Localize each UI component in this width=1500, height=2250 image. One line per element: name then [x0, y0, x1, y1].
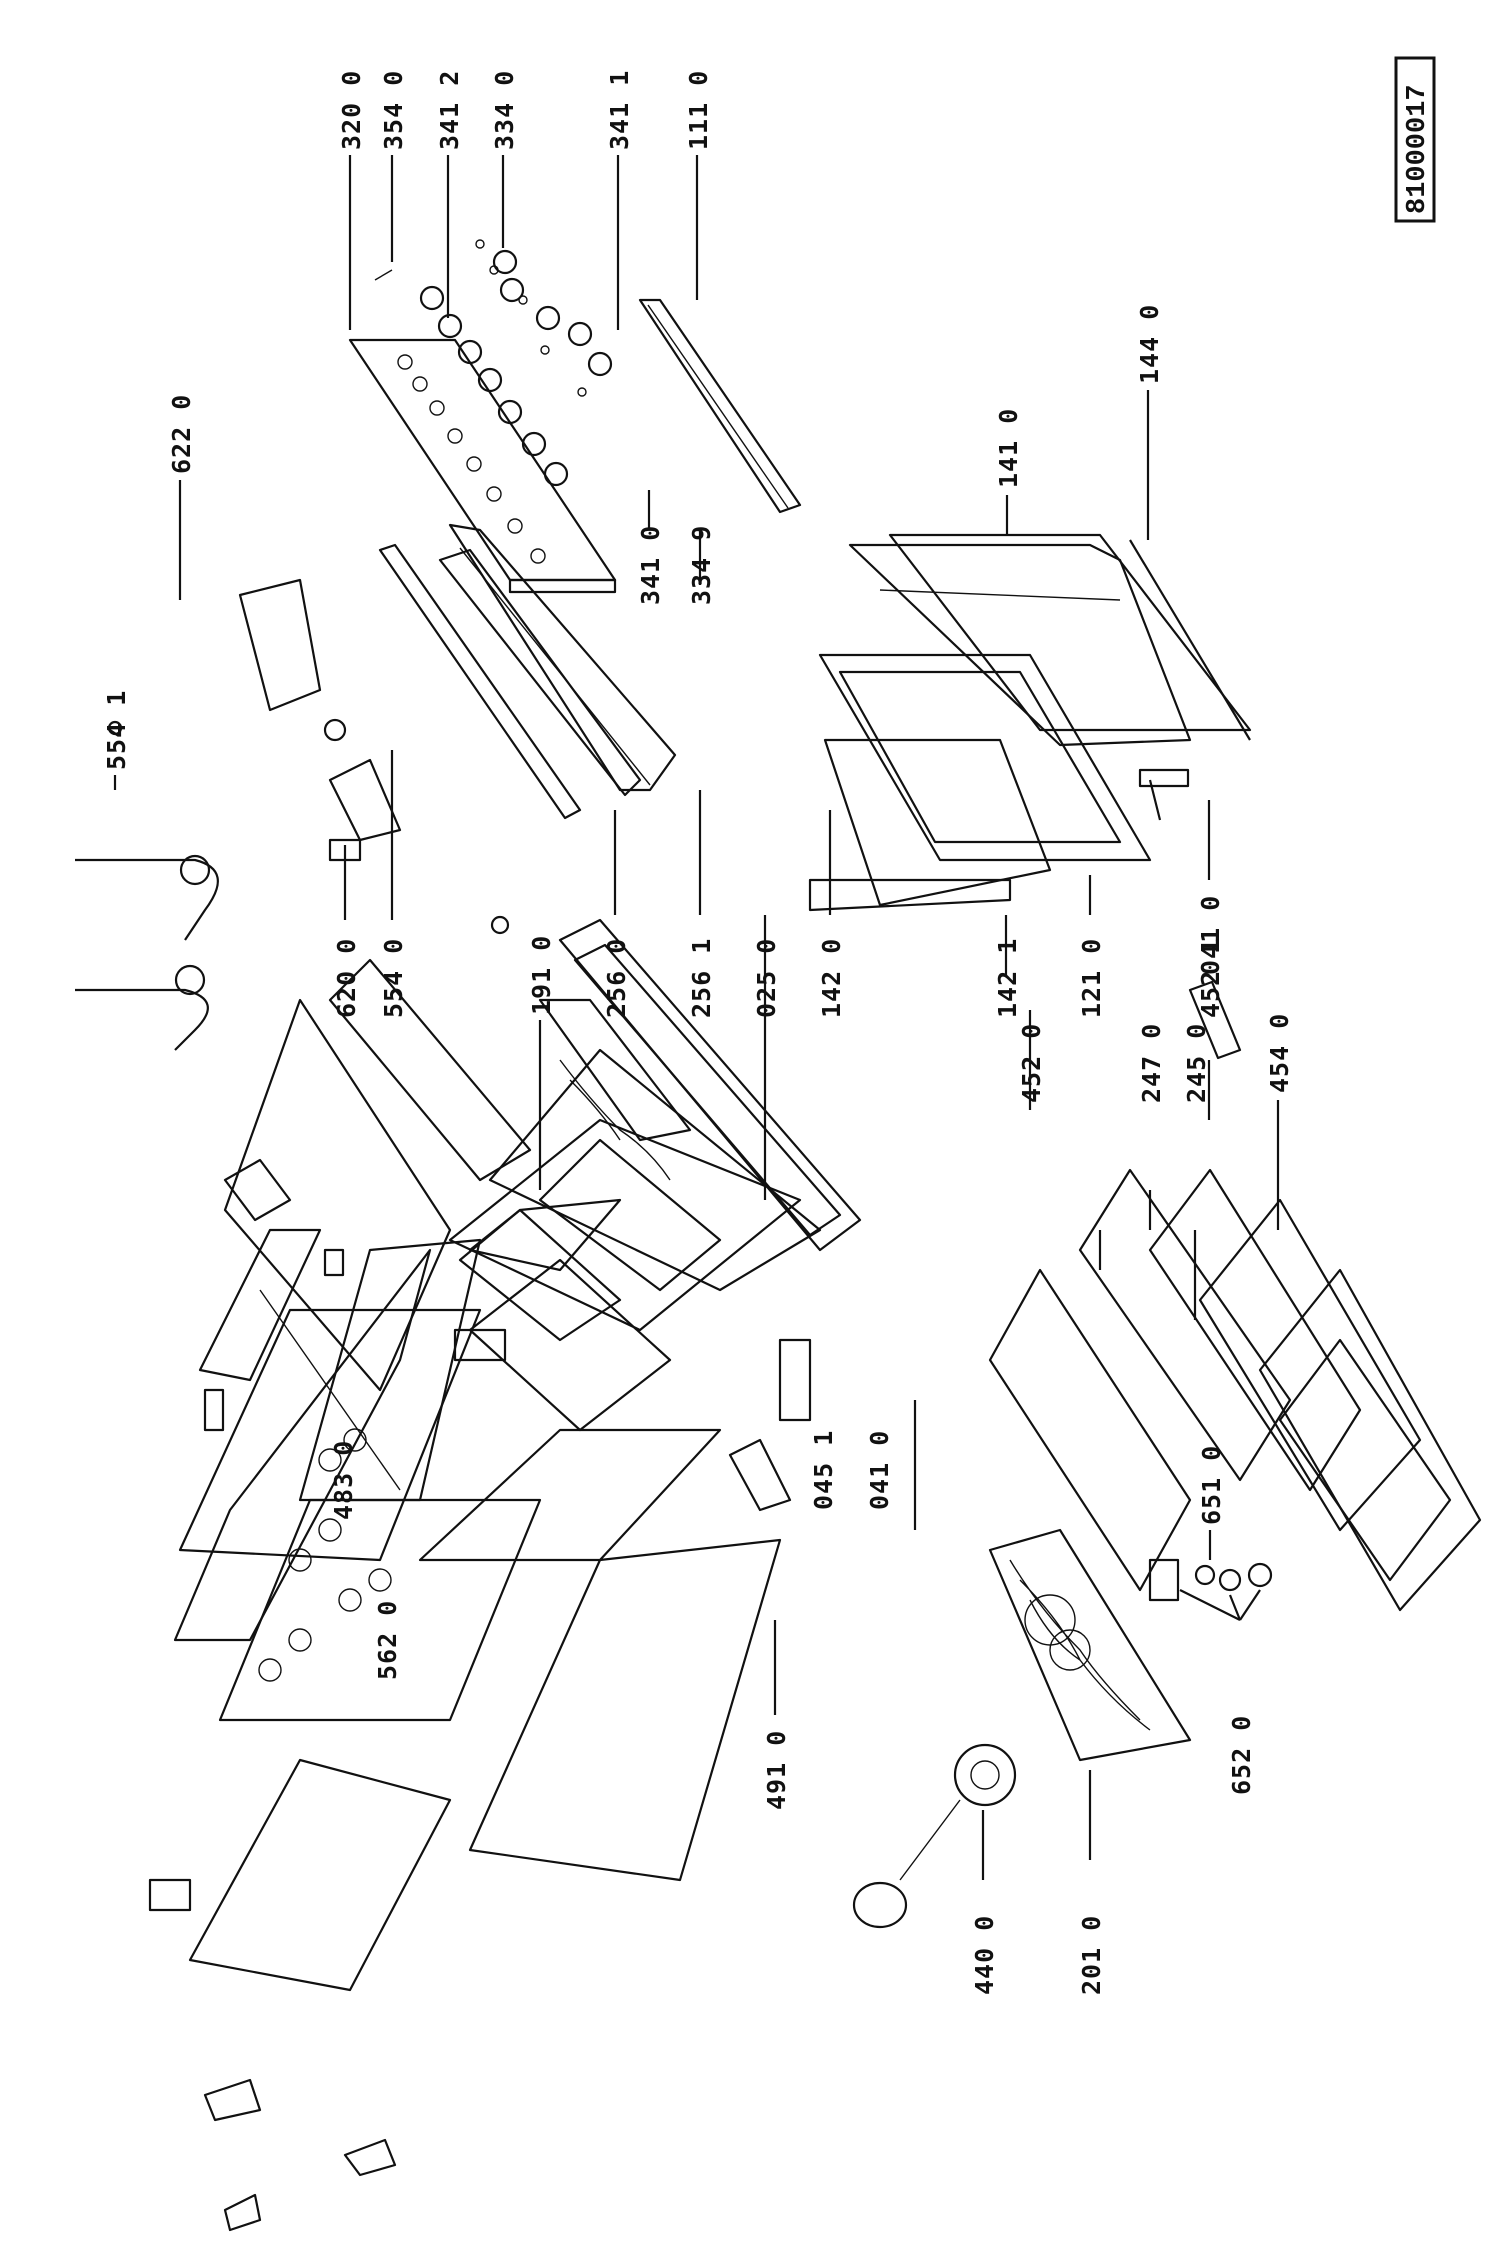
oven-cabinet-part — [178, 958, 782, 1992]
front-frame-part — [378, 523, 677, 820]
fan-motor-part — [852, 1743, 1017, 1929]
callout-142-1: 142 1 — [993, 938, 1022, 1018]
callout-554-0: 554 0 — [379, 938, 408, 1018]
callout-454-0: 454 0 — [1265, 1013, 1294, 1093]
gas-parts — [75, 578, 510, 1051]
seal-strip-part — [1129, 539, 1251, 741]
callout-142-0: 142 0 — [817, 938, 846, 1018]
hinge-parts — [1138, 768, 1242, 1060]
callout-247-0: 247 0 — [1137, 1023, 1166, 1103]
callout-334-9: 334 9 — [687, 525, 716, 605]
misc-small-parts — [148, 1158, 812, 2232]
leader-lines — [113, 155, 1280, 1880]
callout-334-0: 334 0 — [490, 70, 519, 150]
callout-452-1: 452 1 — [1196, 938, 1225, 1018]
back-panel-part — [453, 998, 692, 1362]
shelf-and-tray-parts — [988, 1168, 1482, 1612]
grid-frame-part — [488, 918, 862, 1292]
hob-top-part — [173, 1238, 542, 1722]
callout-121-0: 121 0 — [1077, 938, 1106, 1018]
callout-341-0: 341 0 — [636, 525, 665, 605]
callout-652-0: 652 0 — [1227, 1715, 1256, 1795]
callout-562-0: 562 0 — [373, 1600, 402, 1680]
callout-045-1: 045 1 — [809, 1430, 838, 1510]
callout-440-0: 440 0 — [970, 1915, 999, 1995]
callout-491-0: 491 0 — [762, 1730, 791, 1810]
callout-483-0: 483 0 — [329, 1440, 358, 1520]
callout-025-0: 025 0 — [752, 938, 781, 1018]
callout-256-0: 256 0 — [602, 938, 631, 1018]
callout-201-0: 201 0 — [1077, 1915, 1106, 1995]
callout-191-0: 191 0 — [527, 935, 556, 1015]
callout-256-1: 256 1 — [687, 938, 716, 1018]
callout-041-0-a: 041 0 — [1196, 895, 1225, 975]
callout-620-0: 620 0 — [332, 938, 361, 1018]
document-id: 81000017 — [1403, 84, 1433, 214]
callout-320-0: 320 0 — [337, 70, 366, 150]
callout-141-0: 141 0 — [994, 408, 1023, 488]
knob-parts — [374, 239, 613, 487]
callout-341-1: 341 1 — [605, 70, 634, 150]
callout-651-0: 651 0 — [1197, 1445, 1226, 1525]
callout-111-0: 111 0 — [684, 70, 713, 150]
callout-341-2: 341 2 — [435, 70, 464, 150]
callout-245-0: 245 0 — [1182, 1023, 1211, 1103]
heating-element-part — [988, 1528, 1192, 1762]
callout-041-0-b: 041 0 — [865, 1430, 894, 1510]
callout-labels: 320 0 354 0 341 2 334 0 341 1 111 0 622 … — [102, 70, 1294, 1995]
callout-452-0: 452 0 — [1017, 1023, 1046, 1103]
trim-strip-part — [638, 298, 802, 514]
callout-144-0: 144 0 — [1135, 304, 1164, 384]
door-glass-parts — [808, 533, 1252, 912]
control-panel-part — [348, 338, 617, 594]
document-id-box: 81000017 — [1394, 56, 1436, 223]
callout-354-0: 354 0 — [379, 70, 408, 150]
callout-622-0: 622 0 — [167, 394, 196, 474]
lamp-parts — [1148, 1558, 1273, 1602]
oven-cavity-part — [448, 1118, 802, 1432]
callout-554-1: 554 1 — [102, 690, 131, 770]
